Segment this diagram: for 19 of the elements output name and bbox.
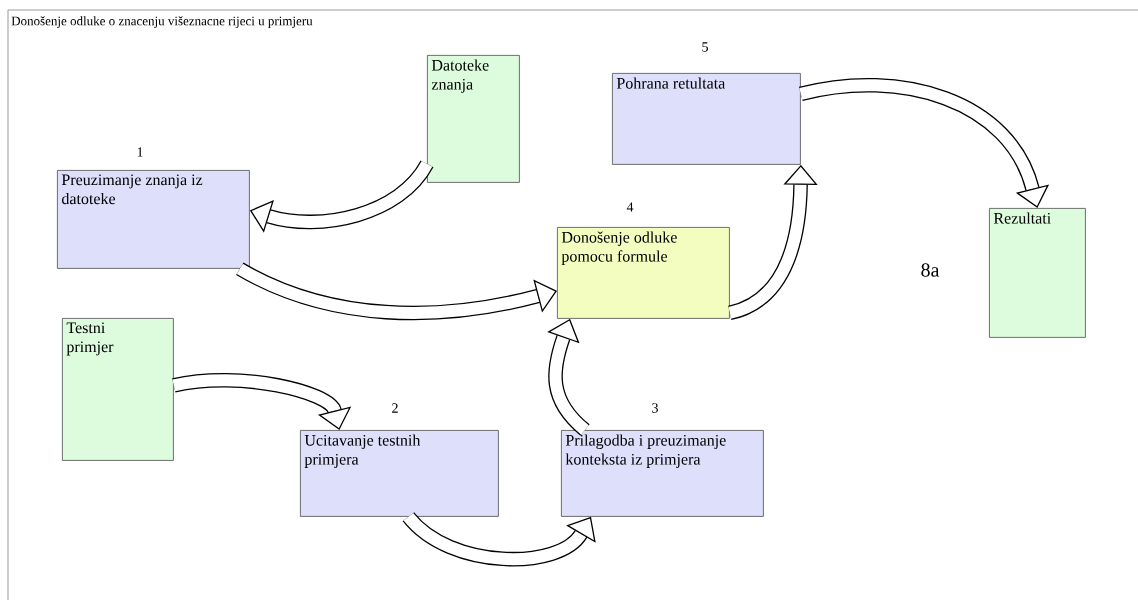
block-arrow <box>403 511 596 567</box>
step-number: 3 <box>652 403 658 413</box>
figure-label: 8a <box>921 263 940 277</box>
block-arrow <box>172 372 352 430</box>
process-box: Preuzimanje znanja iz datoteke <box>57 170 250 269</box>
step-number: 4 <box>626 202 634 212</box>
block-arrow <box>236 262 557 321</box>
process-box: Donošenje odluke pomocu formule <box>557 227 730 319</box>
process-box: Pohrana retultata <box>612 73 801 165</box>
process-box: Rezultati <box>989 208 1086 338</box>
process-box: Prilagodba i preuzimanje konteksta iz primjera <box>561 430 764 517</box>
step-number: 2 <box>392 403 398 413</box>
step-number: 5 <box>702 42 708 52</box>
process-box: Testni primjer <box>62 318 174 461</box>
step-number: 1 <box>137 147 143 157</box>
process-box: Ucitavanje testnih primjera <box>300 430 499 517</box>
process-box: Datoteke znanja <box>427 55 520 183</box>
block-arrow <box>799 78 1050 208</box>
title: Donošenje odluke o znacenju višeznacne rijeci u primjeru <box>11 16 313 28</box>
